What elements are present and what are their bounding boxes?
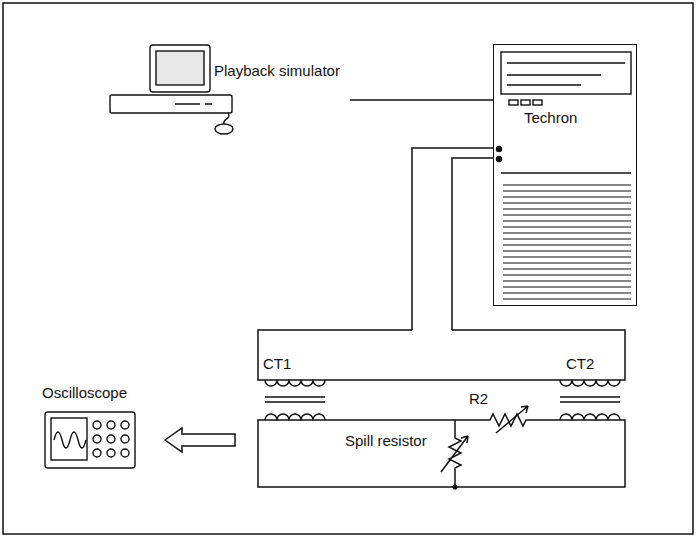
node-illustration — [494, 45, 638, 307]
ct2-secondary-coil — [560, 414, 620, 420]
output-terminal — [497, 157, 502, 162]
output-terminal — [497, 147, 502, 152]
waveform — [54, 432, 86, 448]
transformer-label: CT1 — [262, 355, 292, 372]
variable-arrow — [441, 436, 468, 472]
resistor-label: R2 — [468, 390, 489, 407]
panel-lines — [507, 63, 625, 85]
signal-arrow — [165, 428, 235, 452]
amplifier-wire — [452, 158, 493, 330]
panel-button — [509, 100, 518, 105]
control-knob — [93, 449, 101, 457]
primary-loop — [258, 330, 625, 380]
control-knob — [107, 449, 115, 457]
ct2-primary-coil — [560, 380, 620, 386]
control-knob — [107, 421, 115, 429]
oscilloscope-screen — [51, 418, 87, 460]
panel-button — [533, 100, 542, 105]
oscilloscope-body — [45, 412, 135, 468]
drive-slot — [175, 103, 212, 104]
amplifier-label: Techron — [524, 109, 577, 126]
control-knob — [121, 435, 129, 443]
computer-node: Playback simulator — [100, 38, 350, 136]
display-panel — [501, 52, 631, 94]
control-knob — [121, 421, 129, 429]
mouse-cable — [224, 113, 229, 124]
control-knob — [121, 449, 129, 457]
ct1-secondary-coil — [265, 414, 325, 420]
oscilloscope-node: Oscilloscope — [38, 380, 162, 474]
control-knob — [93, 421, 101, 429]
amplifier-box: Techron — [493, 44, 637, 306]
ct1-core — [265, 397, 325, 402]
frame-border — [3, 3, 693, 534]
device-label: Playback simulator — [214, 62, 340, 79]
transformer-label: CT2 — [565, 355, 595, 372]
node-illustration — [100, 38, 350, 136]
junction-dot — [453, 485, 457, 489]
control-knob — [93, 435, 101, 443]
resistor-label: Spill resistor — [344, 432, 428, 449]
computer-base — [110, 95, 232, 113]
mouse — [215, 124, 233, 134]
panel-divider — [501, 172, 631, 173]
ct2-core — [560, 397, 620, 402]
vent-grill — [503, 185, 631, 299]
amplifier-wire — [412, 148, 493, 330]
monitor-screen — [156, 51, 204, 85]
device-label: Oscilloscope — [42, 384, 127, 401]
monitor — [150, 45, 210, 92]
panel-button — [521, 100, 530, 105]
variable-arrow — [496, 406, 528, 433]
secondary-loop — [258, 414, 625, 487]
ct1-primary-coil — [265, 380, 325, 386]
signal-cable — [350, 99, 493, 101]
control-knob — [107, 435, 115, 443]
